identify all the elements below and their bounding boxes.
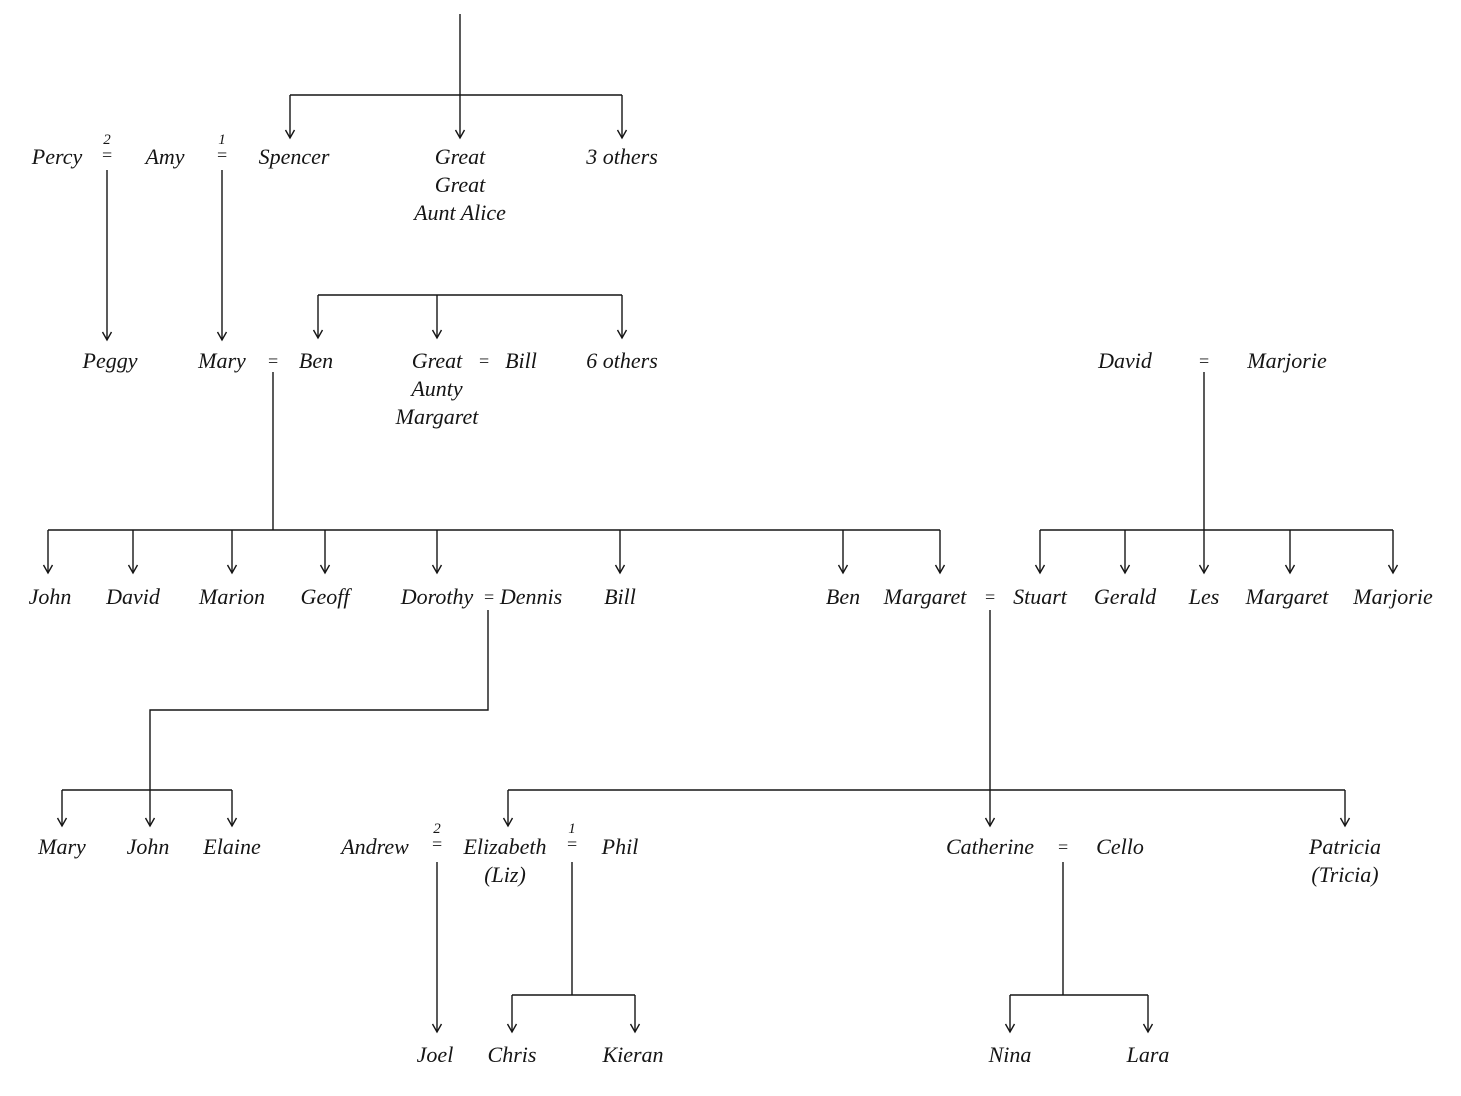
person-lara: Lara: [1126, 1042, 1170, 1067]
person-mary-sr: Mary: [198, 348, 246, 373]
person-stuart: Stuart: [1013, 584, 1067, 609]
person-john-2: John: [126, 834, 170, 859]
person-cello: Cello: [1096, 834, 1144, 859]
equals-sign: =: [565, 834, 579, 854]
person-margaret: Margaret: [883, 584, 967, 609]
person-marjorie: Marjorie: [1353, 584, 1433, 609]
person-nina: Nina: [988, 1042, 1032, 1067]
equals-sign-mary-ben: =: [266, 351, 280, 371]
person-bill: Bill: [604, 584, 636, 609]
equals-sign-margaret-bill: =: [477, 351, 491, 371]
person-joel: Joel: [416, 1042, 454, 1067]
person-chris: Chris: [487, 1042, 537, 1067]
person-dennis: Dennis: [499, 584, 563, 609]
equals-sign-catherine-cello: =: [1056, 837, 1070, 857]
person-spencer: Spencer: [258, 144, 330, 169]
person-les: Les: [1188, 584, 1220, 609]
marriage-marker-elizabeth-phil: 1 =: [565, 821, 579, 854]
person-marion: Marion: [199, 584, 265, 609]
person-elaine: Elaine: [203, 834, 261, 859]
person-ben: Ben: [825, 584, 861, 609]
person-percy: Percy: [31, 144, 83, 169]
person-amy: Amy: [145, 144, 185, 169]
marriage-order-label: 1: [568, 821, 576, 837]
person-bill-sr: Bill: [505, 348, 537, 373]
person-david-sr: David: [1098, 348, 1152, 373]
marriage-order-label: 2: [433, 821, 441, 837]
equals-sign-margaret-stuart: =: [983, 587, 997, 607]
person-ben-sr: Ben: [298, 348, 334, 373]
person-geoff: Geoff: [300, 584, 350, 609]
person-dorothy: Dorothy: [400, 584, 474, 609]
marriage-order-label: 1: [218, 132, 226, 148]
person-margaret-2: Margaret: [1245, 584, 1329, 609]
equals-sign: =: [215, 145, 229, 165]
person-marjorie-sr: Marjorie: [1247, 348, 1327, 373]
label-6-others: 6 others: [586, 348, 658, 373]
person-andrew: Andrew: [341, 834, 409, 859]
person-mary: Mary: [38, 834, 86, 859]
person-patricia: Patricia: [1308, 834, 1382, 859]
person-phil: Phil: [601, 834, 639, 859]
person-great-aunty-margaret: Great Aunty Margaret: [395, 348, 479, 429]
marriage-marker-amy-spencer: 1 =: [215, 132, 229, 165]
nickname-liz: (Liz): [484, 862, 526, 887]
equals-sign-david-marjorie: =: [1197, 351, 1211, 371]
person-peggy: Peggy: [82, 348, 138, 373]
person-catherine: Catherine: [946, 834, 1034, 859]
marriage-marker-percy-amy: 2 =: [100, 132, 114, 165]
marriage-marker-andrew-elizabeth: 2 =: [430, 821, 444, 854]
equals-sign: =: [430, 834, 444, 854]
person-elizabeth: Elizabeth: [463, 834, 547, 859]
person-great-great-aunt-alice: Great Great Aunt Alice: [414, 144, 506, 225]
marriage-order-label: 2: [103, 132, 111, 148]
label-3-others: 3 others: [586, 144, 658, 169]
nickname-tricia: (Tricia): [1311, 862, 1379, 887]
person-kieran: Kieran: [602, 1042, 664, 1067]
connector-dorothy-dennis-elbow: [149, 610, 489, 790]
person-john: John: [28, 584, 72, 609]
person-gerald: Gerald: [1093, 584, 1157, 609]
equals-sign-dorothy-dennis: =: [482, 587, 496, 607]
equals-sign: =: [100, 145, 114, 165]
person-david: David: [106, 584, 160, 609]
